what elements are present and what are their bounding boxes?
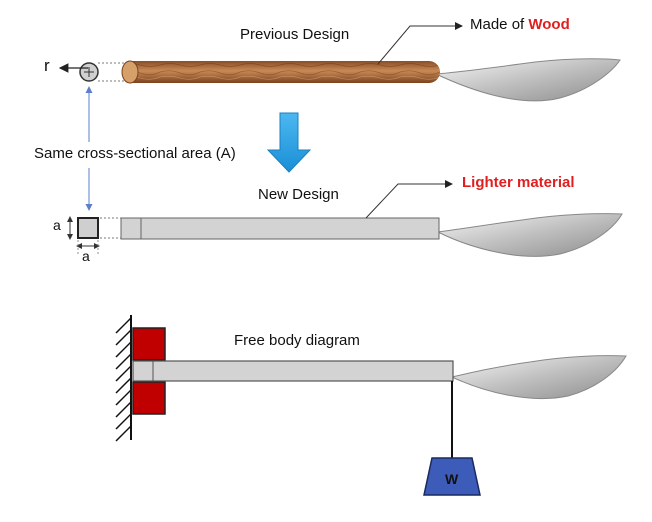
square-cross-section — [77, 217, 99, 239]
new-handle — [120, 217, 440, 240]
free-body-diagram — [115, 315, 627, 496]
transition-arrow — [266, 112, 312, 173]
material-note-prefix: Made of — [470, 16, 529, 33]
beam — [132, 360, 454, 382]
material-note-top: Made of Wood — [470, 16, 570, 33]
weight-block — [423, 457, 481, 496]
wood-handle-end — [121, 60, 139, 84]
wall-hatching — [115, 317, 132, 442]
new-design — [67, 180, 623, 257]
spoon-head-top — [434, 58, 621, 102]
clamp-top — [132, 327, 166, 361]
material-note-highlight: Wood — [528, 16, 570, 33]
weight-label: W — [445, 471, 459, 487]
leader-line-middle — [365, 180, 453, 219]
previous-design-title: Previous Design — [240, 26, 350, 43]
previous-design — [58, 22, 621, 102]
new-design-title: New Design — [258, 186, 339, 203]
side-label-horizontal: a — [82, 248, 90, 264]
radius-label: r — [44, 56, 50, 75]
leader-line-top — [377, 22, 463, 65]
free-body-title: Free body diagram — [234, 332, 360, 349]
spoon-head-middle — [436, 213, 623, 257]
clamp-bottom — [132, 381, 166, 415]
side-label-vertical: a — [53, 217, 61, 233]
spoon-head-bottom — [450, 355, 627, 400]
material-note-middle: Lighter material — [462, 174, 575, 191]
connector-label: Same cross-sectional area (A) — [34, 145, 236, 162]
